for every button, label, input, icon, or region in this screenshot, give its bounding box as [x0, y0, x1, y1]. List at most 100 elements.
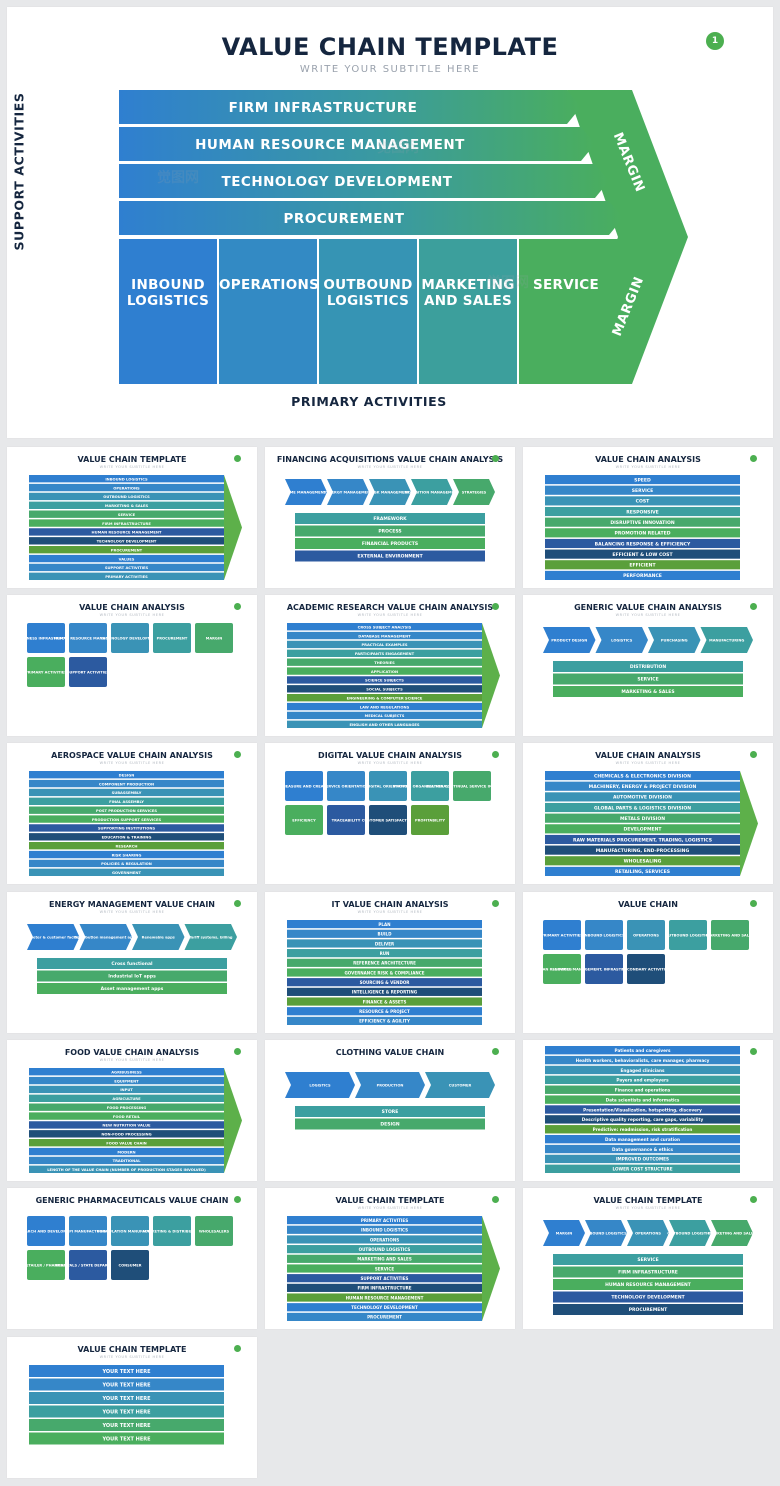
thumb-bar-label: TECHNOLOGY DEVELOPMENT: [611, 1295, 685, 1301]
thumb-bar-label: DATABASE MANAGEMENT: [358, 634, 411, 638]
thumb-bar-label: SUPPORT ACTIVITIES: [361, 1276, 409, 1281]
thumb-tile: [543, 954, 581, 984]
thumb-bar-label: HUMAN RESOURCE MANAGEMENT: [92, 531, 162, 535]
thumb-bar: [545, 813, 740, 823]
thumb-chevron-label: RISK MANAGEMENT: [370, 491, 410, 495]
thumb-bar: [545, 824, 740, 834]
thumb-bar: [545, 549, 740, 559]
thumb-tile: [543, 920, 581, 950]
thumb-bar-label: THEORIES: [374, 661, 395, 665]
thumb-bar: [29, 779, 224, 788]
thumb-chevron-label: CUSTOMER: [449, 1084, 472, 1088]
thumb-bar: [29, 1378, 224, 1391]
hero-slide[interactable]: VALUE CHAIN TEMPLATE WRITE YOUR SUBTITLE…: [7, 7, 773, 438]
thumb-chevron-label: STRATEGIES: [462, 491, 487, 495]
thumb-tile-label: PROFITABILITY: [415, 819, 445, 823]
thumb-bar: [287, 1254, 482, 1263]
thumb-bar-label: AUTOMOTIVE DIVISION: [613, 795, 672, 801]
thumb-bar: [29, 1392, 224, 1404]
thumb-bar-label: Engaged clinicians: [621, 1068, 665, 1073]
thumb-bar: [29, 868, 224, 876]
thumb-bar: [287, 694, 482, 702]
thumb-tile: [285, 805, 323, 835]
thumb-bar-label: NEW NUTRITION VALUE: [102, 1124, 151, 1128]
thumb-bar: [545, 1085, 740, 1094]
thumb-tile-label: CUSTOMER SATISFACTION: [362, 819, 414, 823]
thumb-tile: [285, 771, 323, 801]
thumb-bar: [287, 949, 482, 958]
thumbnail-subtitle: WRITE YOUR SUBTITLE HERE: [99, 910, 165, 914]
thumb-bar: [553, 673, 743, 685]
thumb-bar: [545, 475, 740, 485]
thumb-bar: [553, 1291, 743, 1303]
thumb-bar-label: Health workers, behavioralists, care man…: [576, 1058, 710, 1063]
thumb-bar-label: DISRUPTIVE INNOVATION: [610, 520, 675, 526]
thumb-bar: [29, 806, 224, 814]
thumb-bar-label: POLICIES & REGULATION: [101, 862, 152, 866]
col-label-line: LOGISTICS: [326, 293, 410, 309]
support-bar-procurement[interactable]: PROCUREMENT: [283, 210, 405, 227]
thumb-bar-label: Predictive: readmission, risk stratifica…: [593, 1127, 693, 1132]
thumb-bar: [29, 1432, 224, 1445]
col-label-line: INBOUND: [131, 277, 205, 293]
primary-col-outbound-logistics[interactable]: OUTBOUND LOGISTICS: [319, 239, 417, 384]
primary-col-service[interactable]: SERVICE: [519, 239, 613, 384]
thumbnail-badge: [750, 1196, 757, 1203]
support-bar-technology-development[interactable]: TECHNOLOGY DEVELOPMENT: [221, 173, 453, 190]
thumb-bar: [29, 519, 224, 527]
thumb-bar: [545, 771, 740, 781]
thumbnail-title: VALUE CHAIN ANALYSIS: [79, 603, 185, 612]
thumbnail-title: VALUE CHAIN TEMPLATE: [593, 1196, 703, 1205]
primary-col-operations[interactable]: OPERATIONS: [219, 239, 319, 384]
thumb-bar-label: AGRIBUSINESS: [111, 1070, 142, 1074]
thumb-bar: [29, 1076, 224, 1085]
thumb-bar: [29, 510, 224, 518]
thumb-bar: [287, 676, 482, 684]
thumb-bar-label: SOURCING & VENDOR: [360, 980, 411, 985]
thumb-bar: [29, 850, 224, 859]
thumbnail-subtitle: WRITE YOUR SUBTITLE HERE: [99, 1058, 165, 1062]
thumb-bar-label: MACHINERY, ENERGY & PROJECT DIVISION: [589, 784, 697, 790]
slide-thumbnail[interactable]: FINANCING ACQUISITIONS VALUE CHAIN ANALY…: [265, 447, 515, 588]
thumb-bar: [545, 1065, 740, 1075]
primary-col-inbound-logistics[interactable]: INBOUND LOGISTICS: [119, 239, 217, 384]
thumb-tile: [585, 954, 623, 984]
thumb-chevron: [285, 1072, 355, 1098]
thumb-bar: [287, 1235, 482, 1244]
thumb-arrow: [482, 623, 500, 728]
primary-col-marketing-sales[interactable]: MARKETING AND SALES: [419, 239, 517, 384]
thumb-bar-label: Finance and operations: [615, 1088, 671, 1093]
thumb-bar: [545, 1105, 740, 1114]
support-bar-firm-infrastructure[interactable]: FIRM INFRASTRUCTURE: [228, 99, 418, 116]
thumb-chevron-label: MARKETING AND SALES: [708, 1232, 756, 1236]
thumbnail-title: GENERIC PHARMACEUTICALS VALUE CHAIN: [35, 1196, 229, 1205]
col-label-line: MARKETING: [421, 277, 515, 293]
thumb-bar-label: Cross functional: [111, 961, 153, 967]
thumb-tile: [327, 771, 365, 801]
col-label-line: SERVICE: [532, 277, 600, 293]
support-bar-hr-management[interactable]: HUMAN RESOURCE MANAGEMENT: [195, 136, 465, 153]
thumbnail-subtitle: WRITE YOUR SUBTITLE HERE: [99, 465, 165, 469]
thumb-bar: [29, 1130, 224, 1138]
thumbnail-title: IT VALUE CHAIN ANALYSIS: [331, 900, 449, 909]
